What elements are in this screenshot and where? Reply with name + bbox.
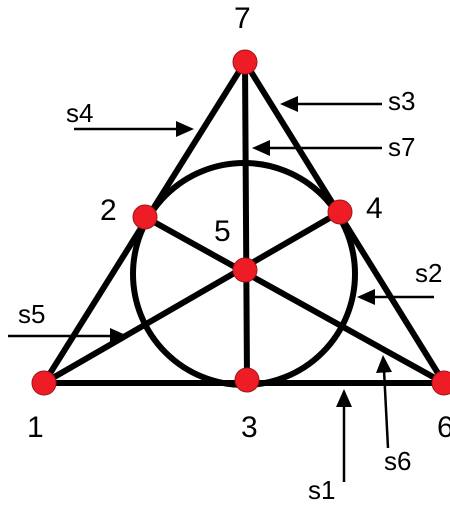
pointer-s7 (252, 140, 382, 156)
node-label-7: 7 (234, 2, 251, 35)
pointer-s5-head (110, 328, 128, 344)
node-5 (232, 257, 258, 283)
node-7 (232, 49, 258, 75)
node-1 (31, 370, 57, 396)
line-label-s6: s6 (384, 446, 411, 476)
line-label-s1: s1 (308, 475, 335, 505)
pointer-s6-shaft (382, 369, 390, 449)
line-label-s2: s2 (415, 258, 442, 288)
pointer-s2 (357, 289, 434, 305)
node-label-3: 3 (241, 411, 258, 444)
node-label-1: 1 (27, 411, 44, 444)
node-label-5: 5 (214, 215, 231, 248)
pointer-s6-head (376, 355, 392, 373)
node-3 (234, 367, 260, 393)
line-label-s3: s3 (388, 86, 415, 116)
node-2 (132, 204, 158, 230)
node-6 (431, 370, 450, 396)
node-label-6: 6 (437, 411, 450, 444)
pointer-s3-head (280, 96, 298, 112)
node-4 (327, 199, 353, 225)
pointer-s5 (8, 328, 128, 344)
line-label-s7: s7 (388, 132, 415, 162)
edge-2-6 (142, 214, 447, 386)
edge-7-3 (242, 59, 250, 383)
node-label-4: 4 (366, 192, 383, 225)
pointer-s1 (336, 389, 352, 482)
pointer-s4 (74, 121, 194, 137)
line-label-s5: s5 (18, 299, 45, 329)
line-label-s4: s4 (66, 98, 93, 128)
node-label-2: 2 (100, 194, 117, 227)
pointer-s2-head (357, 289, 375, 305)
pointer-s1-head (336, 389, 352, 407)
edge-1-4 (41, 209, 343, 386)
pointer-s3 (280, 96, 382, 112)
pointer-s4-head (176, 121, 194, 137)
pointer-s6 (376, 355, 392, 449)
pointer-s7-head (252, 140, 270, 156)
